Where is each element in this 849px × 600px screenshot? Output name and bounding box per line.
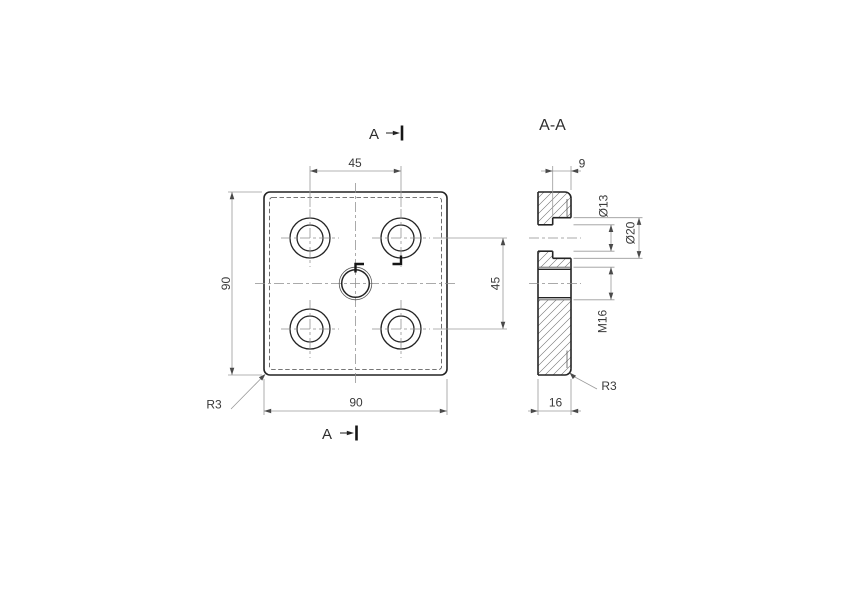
section-cut-bend-lower (354, 262, 364, 273)
dimension-thread: M16 (573, 266, 615, 334)
leader-corner-radius-section: R3 (569, 372, 617, 393)
dimension-through-hole-dia: Ø13 (573, 194, 615, 252)
cut-marker-bottom-label: A (322, 426, 332, 443)
section-cut-bend-upper (392, 255, 403, 266)
dimension-counterbore-depth: 9 (541, 157, 586, 217)
dimension-hole-spacing-vertical: 45 (433, 237, 507, 330)
section-top-edge (538, 191, 572, 199)
dim-text-90-bottom: 90 (349, 396, 363, 410)
dim-text-45-right: 45 (489, 277, 503, 291)
dimension-counterbore-dia: Ø20 (573, 217, 643, 259)
hatch-top (538, 192, 571, 225)
dimension-plate-width: 90 (263, 379, 448, 415)
hole-bottom-right (372, 300, 430, 358)
dim-text-16: 16 (549, 396, 563, 410)
dimension-thickness: 16 (528, 379, 581, 415)
hole-bottom-left (281, 300, 339, 358)
hatch-bottom (538, 299, 571, 375)
section-counterbore-hole (538, 216, 571, 260)
cut-marker-bottom: A (322, 425, 358, 443)
front-view (255, 183, 456, 384)
dimension-hole-spacing-horizontal: 45 (309, 156, 402, 207)
dim-text-m16: M16 (596, 310, 610, 334)
radius-label-section: R3 (601, 379, 617, 393)
leader-corner-radius-front: R3 (206, 374, 266, 412)
dimension-plate-height: 90 (219, 191, 262, 376)
dim-text-d13: Ø13 (597, 194, 611, 217)
hole-top-left (281, 209, 339, 267)
dim-text-d20: Ø20 (624, 221, 638, 244)
dim-text-90-left: 90 (219, 277, 233, 291)
section-view (529, 191, 581, 376)
section-thread-hole (538, 266, 571, 301)
cut-marker-top-label: A (369, 126, 379, 143)
cut-marker-top: A (369, 125, 404, 143)
section-bottom-edge (538, 368, 572, 376)
section-title: A-A (539, 117, 566, 134)
hatch-middle (538, 251, 571, 268)
dim-text-45-top: 45 (348, 156, 362, 170)
radius-label-front: R3 (206, 398, 222, 412)
dim-text-9: 9 (579, 157, 586, 171)
